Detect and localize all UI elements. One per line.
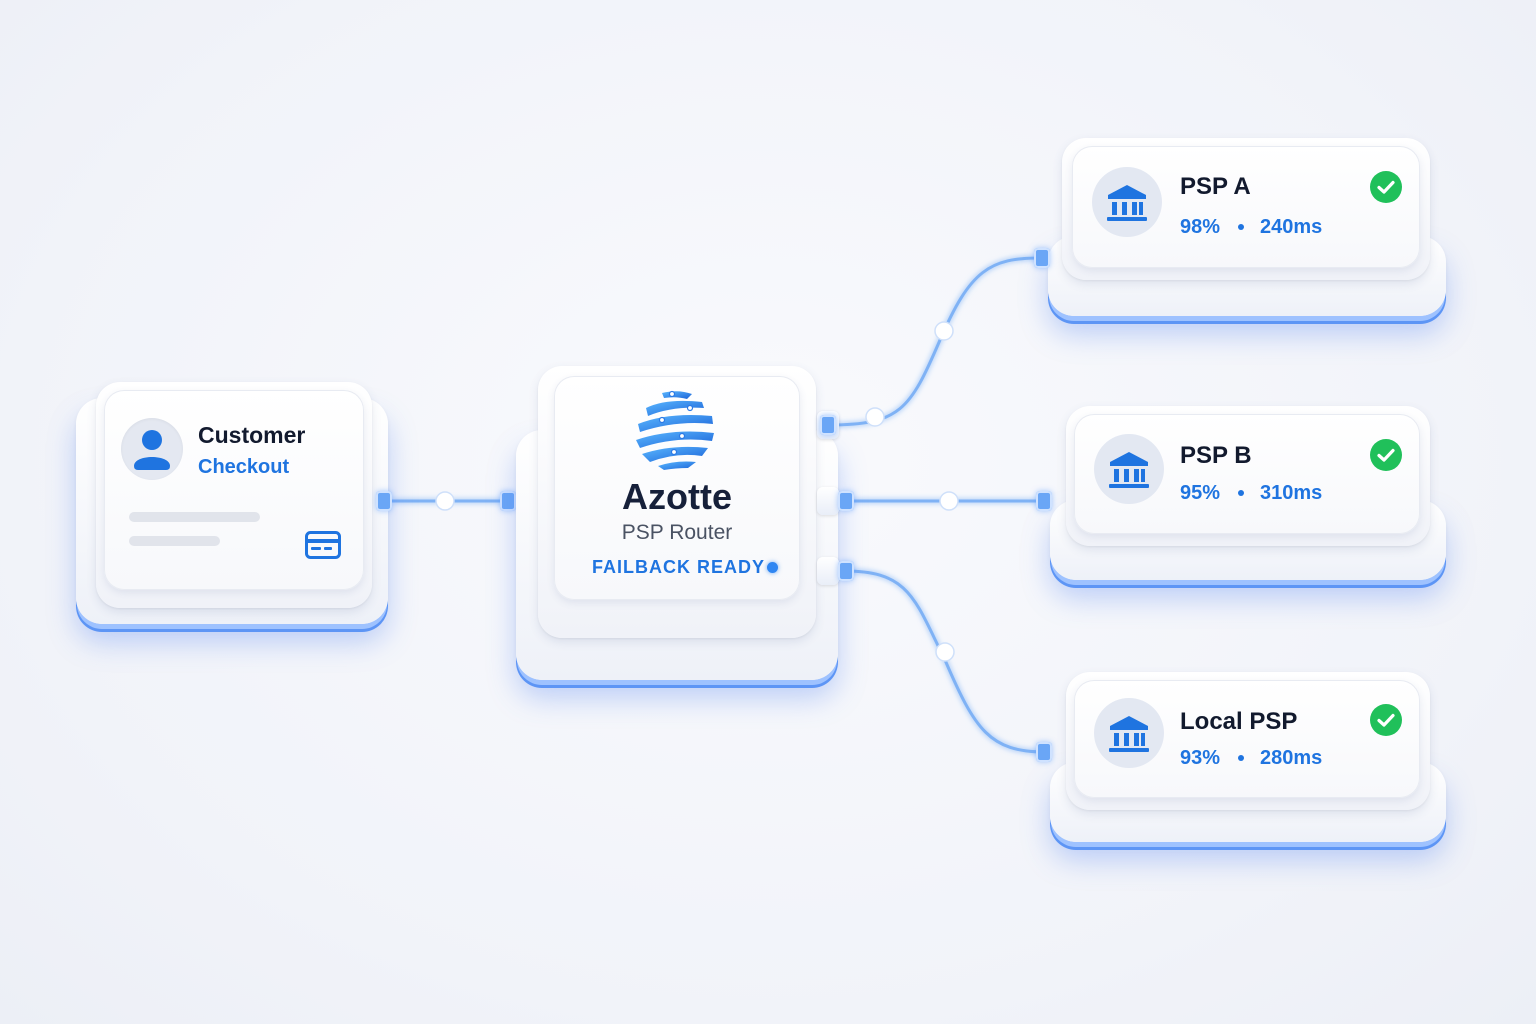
psp-a-in-port [1034,248,1050,268]
separator-dot [1238,755,1244,761]
avatar [121,418,183,480]
psp-b-card[interactable]: PSP B 95% 310ms [1074,414,1420,534]
wire-node [435,491,455,511]
bank-icon [1109,716,1149,752]
customer-card[interactable]: Customer Checkout [104,390,364,590]
user-icon [134,430,170,470]
bank-icon-bg [1094,434,1164,504]
psp-b-latency: 310ms [1260,482,1323,504]
check-circle-icon [1370,704,1402,736]
router-brand: Azotte [622,476,732,517]
router-socket [817,487,839,515]
credit-card-icon [305,531,341,559]
placeholder-line [129,512,260,522]
router-socket [817,557,839,585]
local-psp-name: Local PSP [1180,708,1298,735]
local-psp-latency: 280ms [1260,747,1323,769]
psp-b-name: PSP B [1180,442,1252,469]
customer-title: Customer [198,422,306,448]
router-in-port [500,491,516,511]
router-out-port [820,415,836,435]
router-subtitle: PSP Router [621,521,733,544]
psp-a-name: PSP A [1180,173,1251,200]
router-out-port [838,491,854,511]
psp-a-success-rate: 98% [1180,216,1221,238]
separator-dot [1238,490,1244,496]
psp-a-card[interactable]: PSP A 98% 240ms [1072,146,1420,268]
router-out-port [838,561,854,581]
separator-dot [1238,224,1244,230]
customer-out-port [376,491,392,511]
check-circle-icon [1370,171,1402,203]
check-circle-icon [1370,439,1402,471]
customer-subtitle: Checkout [198,456,290,478]
wire-node [934,321,954,341]
bank-icon-bg [1092,167,1162,237]
psp-b-success-rate: 95% [1180,482,1221,504]
local-psp-in-port [1036,742,1052,762]
router-card[interactable]: Azotte PSP Router FAILBACK READY [554,376,800,600]
bank-icon-bg [1094,698,1164,768]
psp-b-in-port [1036,491,1052,511]
wire-node [935,642,955,662]
wire-node [939,491,959,511]
router-status: FAILBACK READY [592,557,766,577]
globe-icon [636,390,714,470]
status-indicator [767,562,778,573]
wire-router-psp-a [827,256,1041,427]
psp-a-latency: 240ms [1260,216,1323,238]
wire-node [865,407,885,427]
local-psp-success-rate: 93% [1180,747,1221,769]
local-psp-card[interactable]: Local PSP 93% 280ms [1074,680,1420,798]
bank-icon [1109,452,1149,488]
bank-icon [1107,185,1147,221]
placeholder-line [129,536,220,546]
